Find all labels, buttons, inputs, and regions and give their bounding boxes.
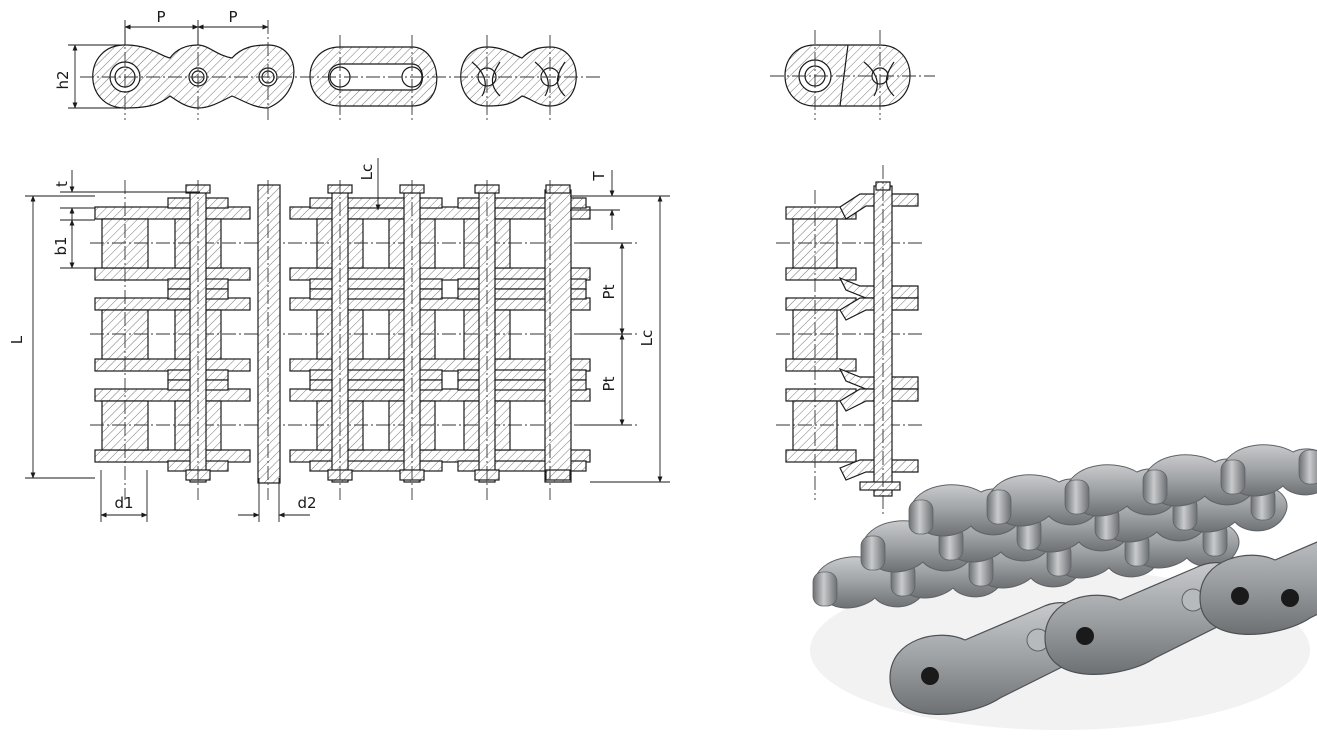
- connecting-length-label: Lc: [358, 164, 376, 181]
- end-profile-view: [770, 30, 935, 120]
- top-profile-view: P P h2: [54, 8, 600, 120]
- inner-width-label: b1: [52, 236, 70, 255]
- pitch-label-1: P: [156, 8, 165, 26]
- plan-dimensions: L t b1 Lc T Pt Pt Lc: [8, 158, 670, 522]
- pitch-label-2: P: [228, 8, 237, 26]
- chain-photo: [810, 444, 1317, 730]
- overall-length-label: L: [8, 335, 26, 344]
- connecting-length-side-label: Lc: [638, 330, 656, 347]
- plate-thickness-label: t: [53, 181, 71, 187]
- transverse-pitch-label-1: Pt: [600, 284, 618, 299]
- roller-diameter-label: d1: [114, 494, 133, 512]
- side-section-view: [776, 165, 925, 515]
- pin-diameter-label: d2: [297, 494, 316, 512]
- plan-view-triple-strand: [90, 180, 640, 500]
- transverse-pitch-label-2: Pt: [600, 376, 618, 391]
- height-label: h2: [54, 70, 72, 89]
- pin-extension-label: T: [590, 171, 608, 182]
